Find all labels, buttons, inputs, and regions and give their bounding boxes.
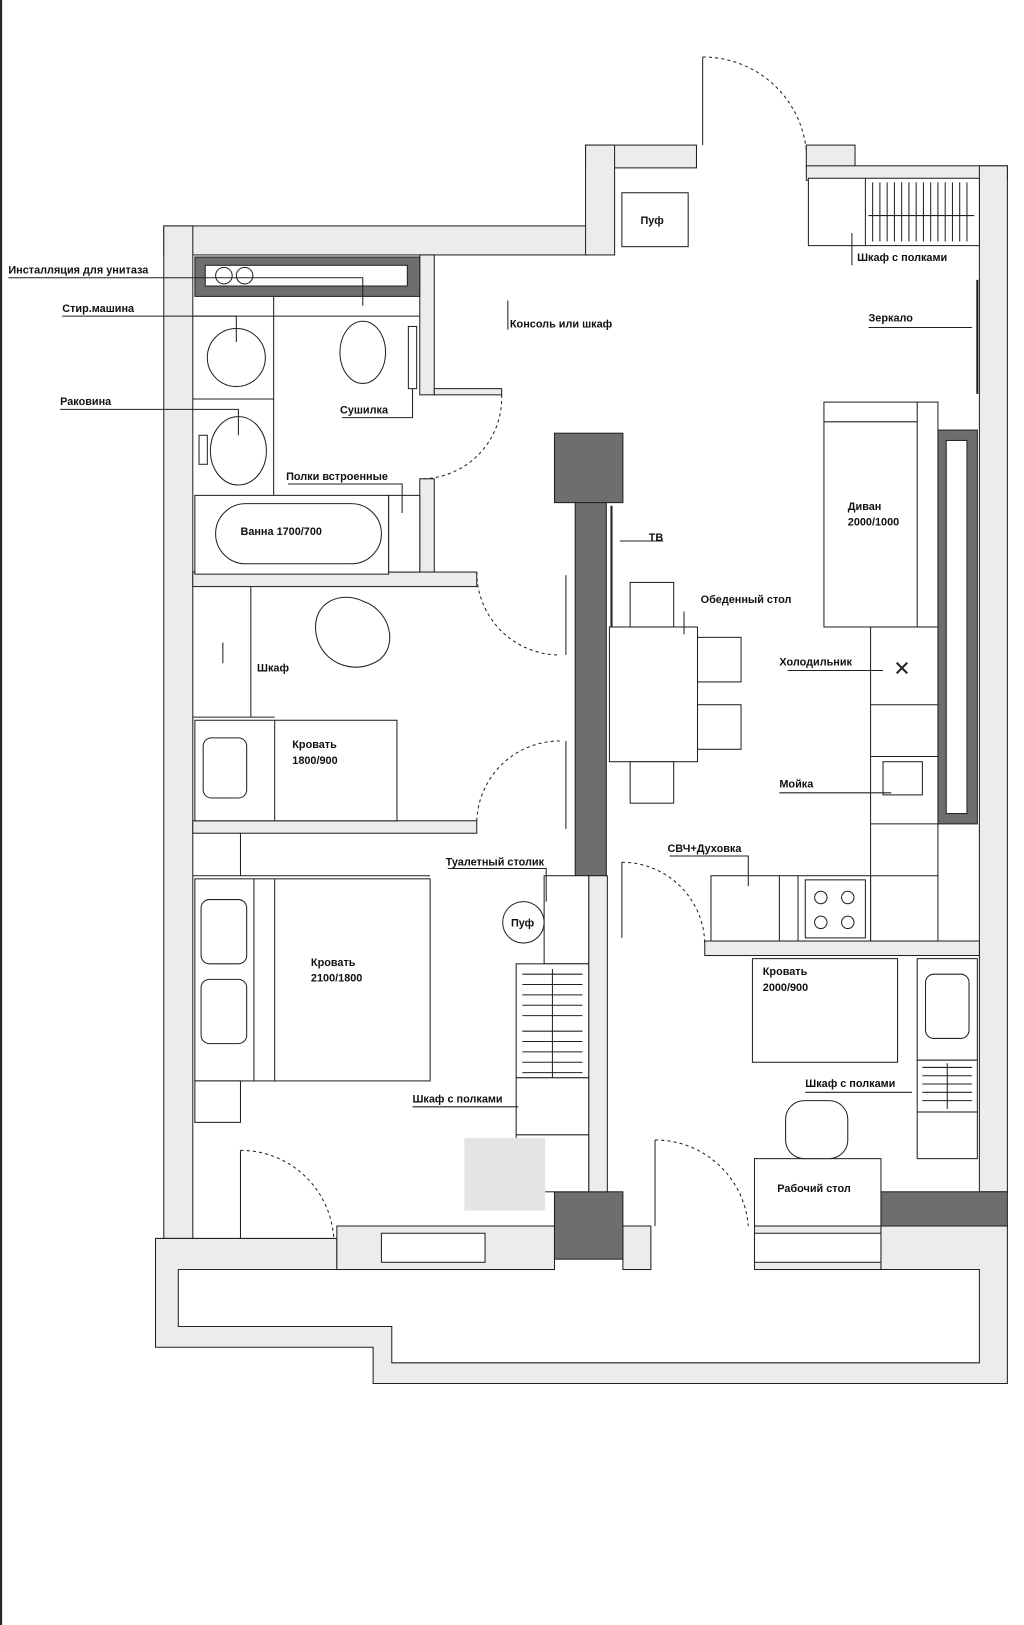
towel-dryer [407,325,418,390]
label-fridge: Холодильник [779,656,852,668]
label-microwave-oven: СВЧ+Духовка [667,843,742,855]
bathroom-fixtures [192,256,421,575]
desk [753,1158,882,1227]
living-furniture [608,177,980,804]
leader-lines [8,233,973,1108]
kitchen-furniture: ✕ [710,626,939,942]
label-tv: ТВ [649,532,664,544]
label-sofa: Диван [848,501,882,513]
labels: Инсталляция для унитаза Стир.машина Рако… [8,215,947,1195]
interior-walls [192,254,980,1239]
label-wardrobe-right: Шкаф с полками [805,1078,895,1090]
label-bed2: Кровать [311,957,356,969]
label-bed1-size: 1800/900 [292,755,337,767]
bed-2000 [751,958,899,1063]
toilet [339,320,387,384]
pouf-hall [621,192,689,248]
label-bed3: Кровать [763,966,808,978]
entrance-door-swing [702,56,807,151]
label-pouf-hall: Пуф [641,215,665,227]
label-bath: Ванна 1700/700 [240,526,321,538]
label-dryer: Сушилка [340,405,389,417]
label-dressing-table: Туалетный столик [446,856,545,868]
fridge-x-icon: ✕ [893,658,910,681]
label-pouf-bedroom: Пуф [511,917,535,929]
label-bed3-size: 2000/900 [763,982,808,994]
sofa [823,401,939,628]
label-mirror: Зеркало [869,312,914,324]
kitchen-sink [882,761,923,796]
builtin-shelves [388,494,421,573]
label-sink: Раковина [60,396,112,408]
dining-table [608,626,699,763]
pouf-bedroom [502,901,545,944]
label-sofa-size: 2000/1000 [848,516,899,528]
label-builtin-shelves: Полки встроенные [286,471,388,483]
hob [804,879,866,939]
label-desk: Рабочий стол [777,1183,851,1195]
armchair [315,596,391,668]
label-console: Консоль или шкаф [510,318,613,330]
label-bed1: Кровать [292,739,337,751]
dressing-table [543,875,590,965]
label-washer: Стир.машина [62,303,135,315]
shadow-block [464,1137,546,1211]
bedroom-furniture [192,586,978,1227]
label-dining-table: Обеденный стол [701,594,792,606]
label-toilet-installation: Инсталляция для унитаза [8,265,149,277]
label-wardrobe-top: Шкаф с полками [857,252,947,264]
label-wardrobe: Шкаф [257,663,289,675]
label-wardrobe-mid: Шкаф с полками [413,1094,503,1106]
label-kitchen-sink: Мойка [779,779,814,791]
desk-chair [785,1100,849,1160]
label-bed2-size: 2100/1800 [311,972,362,984]
